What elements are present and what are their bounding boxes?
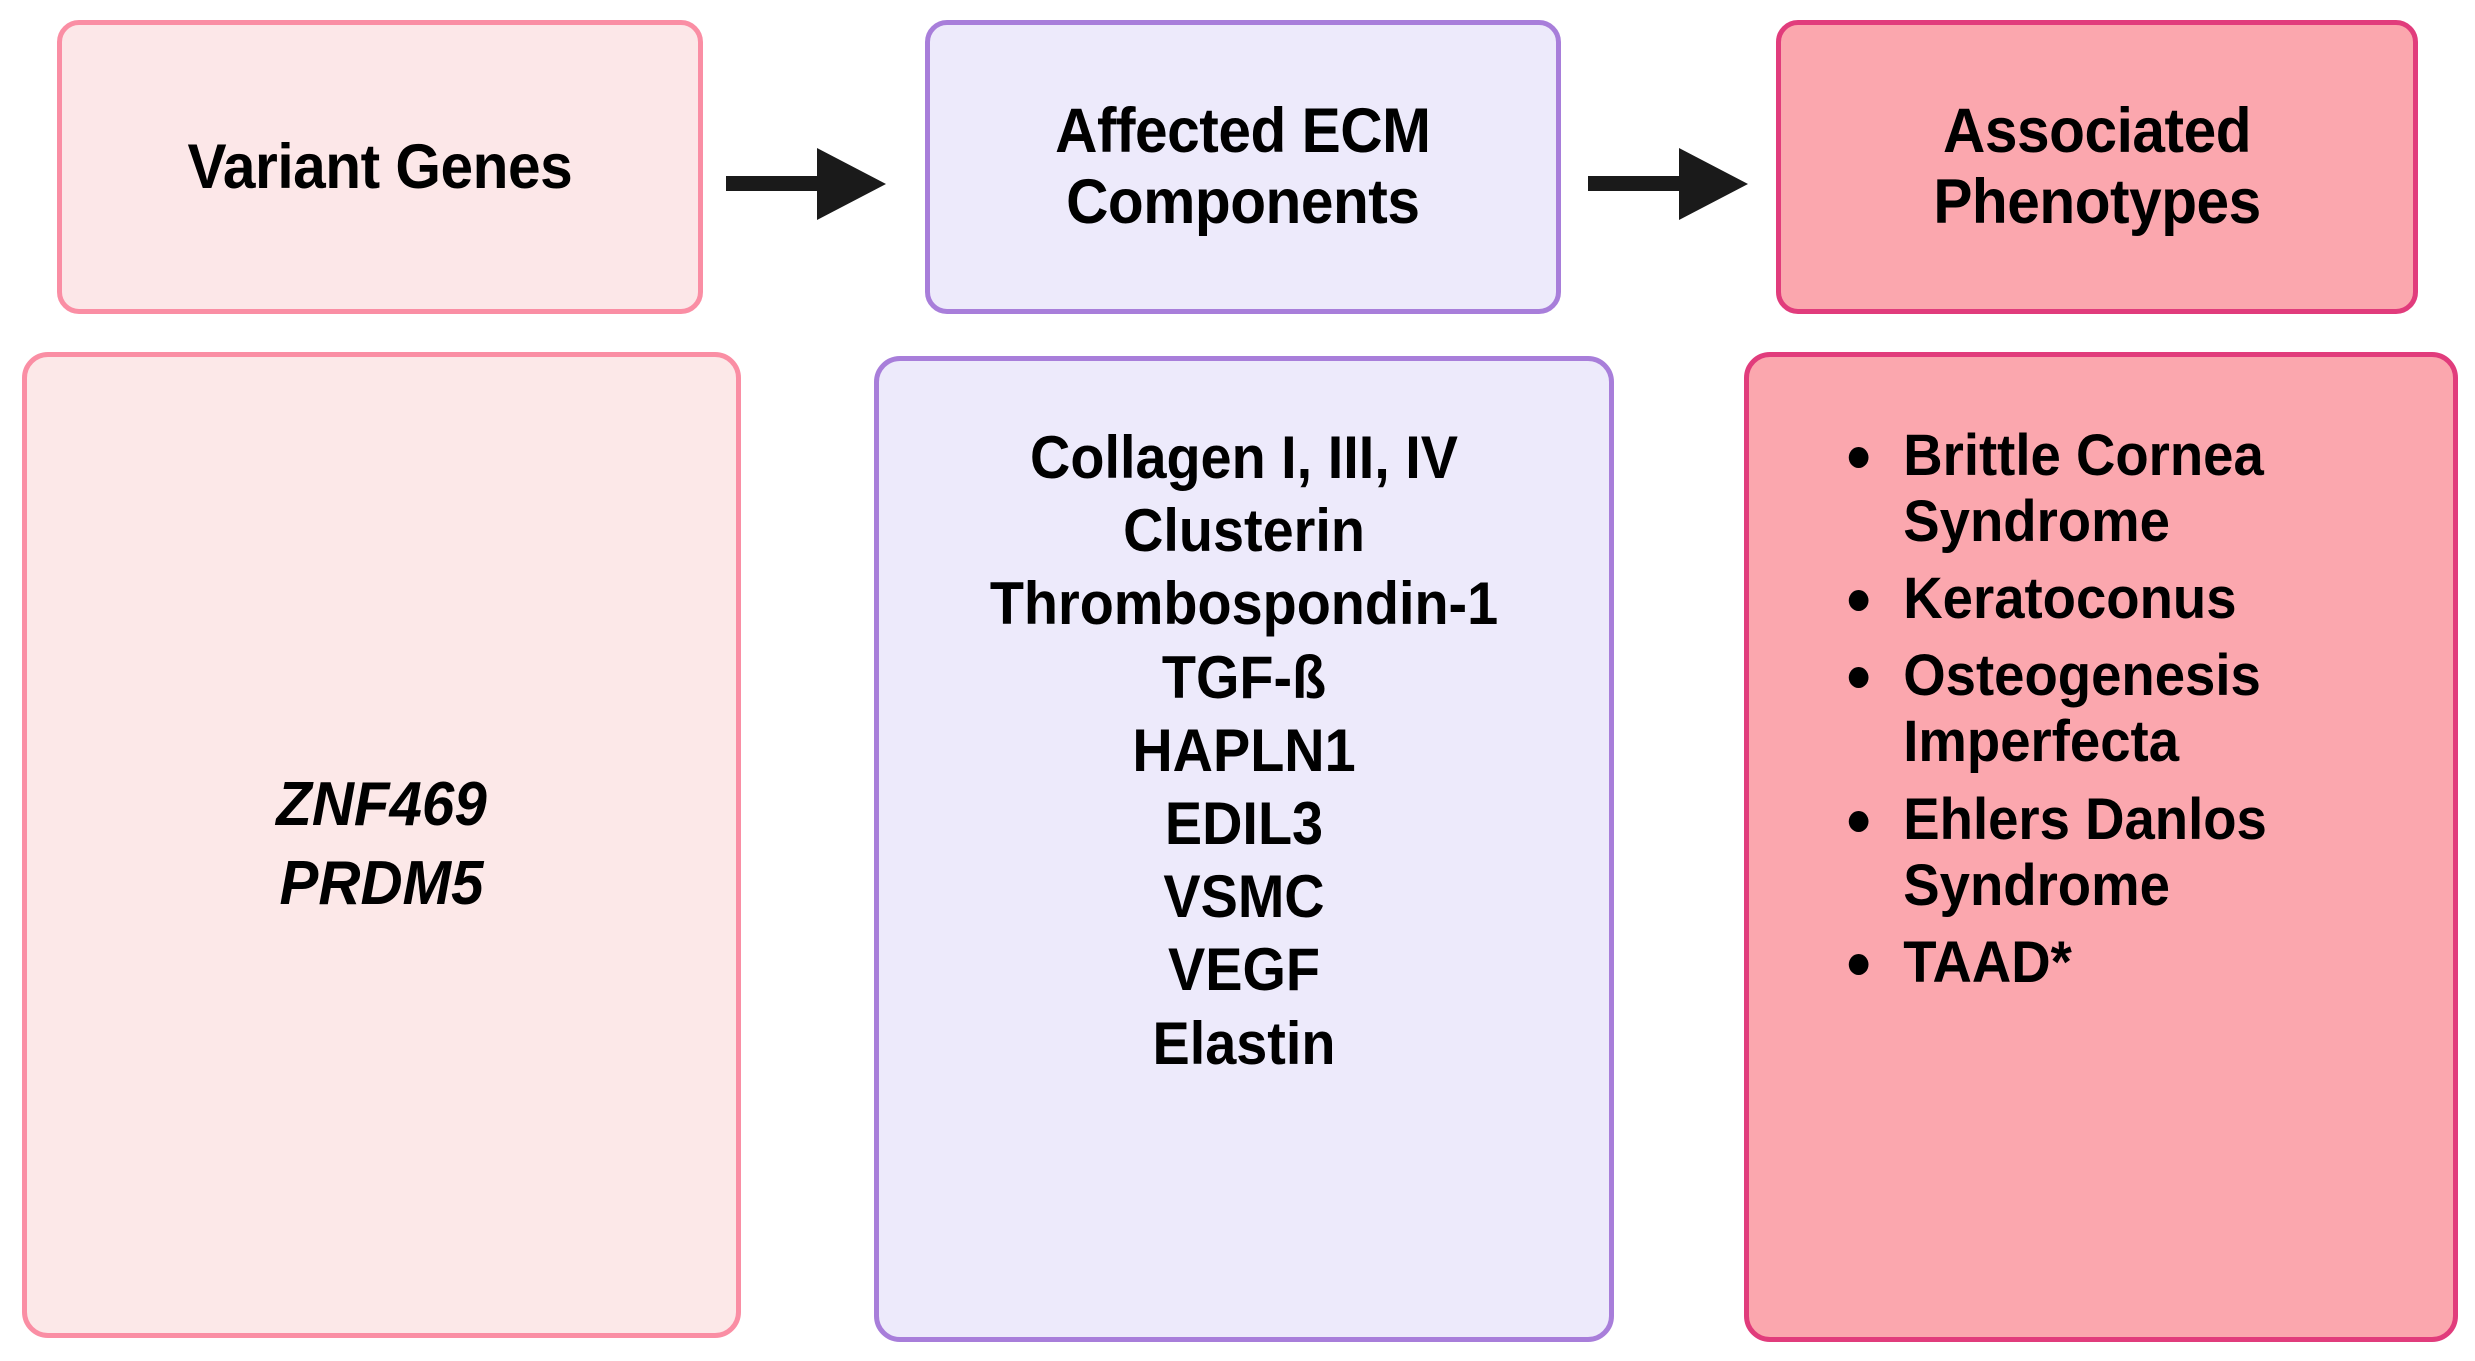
list-item: TAAD* (1845, 930, 2392, 996)
header-title-affected-ecm-components: Affected ECM Components (1055, 96, 1431, 237)
list-item: VSMC (1163, 863, 1325, 931)
list-item: Ehlers Danlos Syndrome (1845, 787, 2392, 919)
header-box-associated-phenotypes: Associated Phenotypes (1776, 20, 2418, 314)
list-item: TGF-ß (1161, 643, 1327, 711)
list-item: VEGF (1168, 936, 1320, 1004)
header-title-associated-phenotypes: Associated Phenotypes (1933, 96, 2261, 237)
ecm-component-list: Collagen I, III, IV Clusterin Thrombospo… (905, 421, 1584, 1080)
arrow-right-icon-ecm-to-phenotypes (1588, 142, 1753, 231)
list-item: Collagen I, III, IV (1030, 424, 1458, 491)
body-box-associated-phenotypes: Brittle Cornea Syndrome Keratoconus Oste… (1744, 352, 2458, 1342)
header-title-variant-genes: Variant Genes (187, 131, 573, 202)
body-box-variant-genes: ZNF469 PRDM5 (22, 352, 741, 1338)
list-item: EDIL3 (1164, 789, 1324, 857)
list-item: HAPLN1 (1132, 716, 1356, 784)
list-item: PRDM5 (279, 849, 484, 918)
body-box-affected-ecm-components: Collagen I, III, IV Clusterin Thrombospo… (874, 356, 1614, 1342)
phenotype-list: Brittle Cornea Syndrome Keratoconus Oste… (1749, 423, 2453, 1007)
list-item: Elastin (1152, 1009, 1336, 1077)
list-item: Clusterin (1123, 497, 1365, 565)
list-item: Osteogenesis Imperfecta (1845, 643, 2392, 775)
list-item: Brittle Cornea Syndrome (1845, 423, 2392, 555)
header-box-affected-ecm-components: Affected ECM Components (925, 20, 1561, 314)
variant-gene-list: ZNF469 PRDM5 (48, 766, 714, 923)
arrow-right-icon-genes-to-ecm (726, 142, 891, 231)
list-item: Thrombospondin-1 (989, 570, 1499, 638)
list-item: ZNF469 (276, 770, 487, 840)
list-item: Keratoconus (1845, 566, 2392, 632)
header-box-variant-genes: Variant Genes (57, 20, 703, 314)
